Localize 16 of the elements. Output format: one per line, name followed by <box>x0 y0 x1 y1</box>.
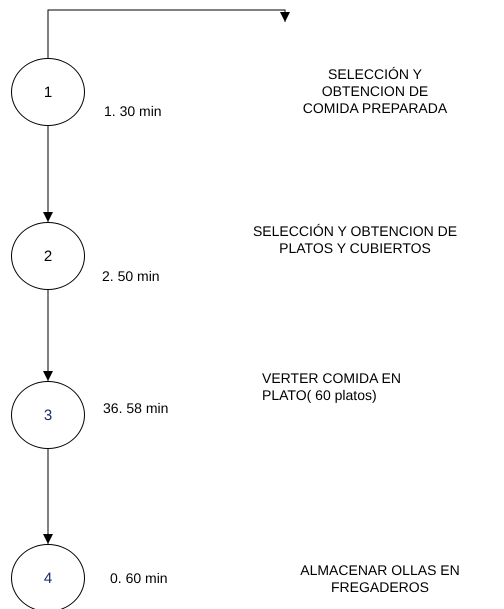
duration-label: 0. 60 min <box>110 570 168 586</box>
arrow <box>43 126 53 222</box>
step-number: 4 <box>44 570 52 586</box>
step-description: SELECCIÓN Y OBTENCION DE COMIDA PREPARADA <box>302 66 448 117</box>
step-description: ALMACENAR OLLAS EN FREGADEROS <box>299 562 461 596</box>
duration-label: 2. 50 min <box>102 268 160 284</box>
arrow <box>43 290 53 382</box>
step-number: 3 <box>44 406 52 424</box>
arrow <box>43 448 53 544</box>
step-number: 2 <box>44 248 52 264</box>
duration-label: 1. 30 min <box>104 103 162 119</box>
step-description: VERTER COMIDA EN PLATO( 60 platos) <box>262 370 402 404</box>
step-description: SELECCIÓN Y OBTENCION DE PLATOS Y CUBIERTOS <box>252 223 458 257</box>
arrow <box>48 10 290 58</box>
duration-label: 36. 58 min <box>103 400 168 416</box>
step-number: 1 <box>44 84 52 100</box>
